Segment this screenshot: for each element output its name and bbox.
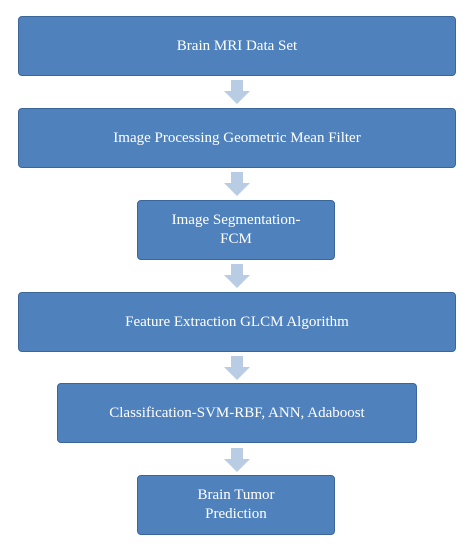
step-feature-extraction: Feature Extraction GLCM Algorithm bbox=[18, 292, 456, 352]
down-arrow-icon bbox=[224, 172, 250, 196]
step-classification: Classification-SVM-RBF, ANN, Adaboost bbox=[57, 383, 417, 443]
step-brain-tumor-prediction: Brain Tumor Prediction bbox=[137, 475, 335, 535]
step-label: Image Segmentation- FCM bbox=[171, 212, 301, 247]
step-label: Feature Extraction GLCM Algorithm bbox=[125, 313, 349, 330]
step-label: Brain MRI Data Set bbox=[176, 37, 298, 54]
step-label: Brain Tumor Prediction bbox=[197, 487, 275, 522]
down-arrow-icon bbox=[224, 448, 250, 472]
down-arrow-icon bbox=[224, 264, 250, 288]
down-arrow-icon bbox=[224, 80, 250, 104]
step-image-segmentation: Image Segmentation- FCM bbox=[137, 200, 335, 260]
step-label: Image Processing Geometric Mean Filter bbox=[113, 129, 361, 146]
step-brain-mri-data-set: Brain MRI Data Set bbox=[18, 16, 456, 76]
step-label: Classification-SVM-RBF, ANN, Adaboost bbox=[109, 404, 365, 421]
step-image-processing: Image Processing Geometric Mean Filter bbox=[18, 108, 456, 168]
down-arrow-icon bbox=[224, 356, 250, 380]
